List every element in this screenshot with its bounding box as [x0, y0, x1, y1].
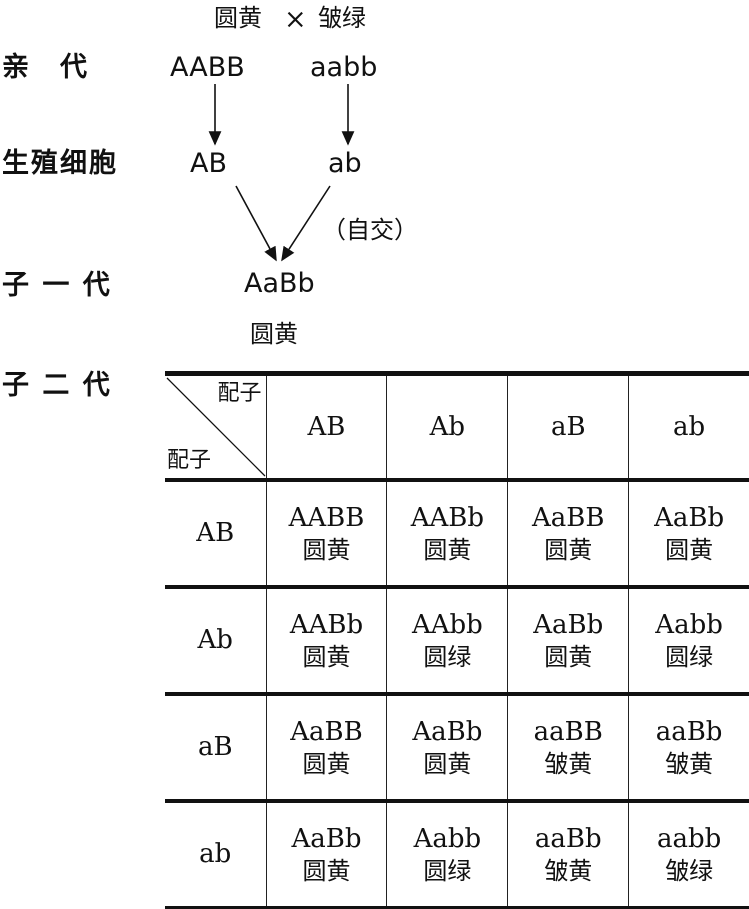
row-header: aB	[197, 732, 233, 763]
arrows	[208, 84, 355, 262]
offspring-phenotype: 皱绿	[665, 856, 714, 885]
offspring-genotype: AaBB	[290, 717, 363, 748]
f1-genotype: AaBb	[244, 268, 315, 299]
offspring-phenotype: 圆绿	[423, 856, 472, 885]
offspring-phenotype: 圆黄	[544, 642, 593, 671]
column-header: Ab	[386, 373, 508, 480]
offspring-genotype: Aabb	[655, 610, 723, 641]
offspring-genotype: Aabb	[413, 824, 482, 855]
offspring-phenotype: 皱黄	[544, 749, 593, 778]
offspring-phenotype: 圆黄	[302, 856, 351, 885]
offspring-genotype: AaBb	[291, 824, 362, 855]
parent1-phenotype: 圆黄	[214, 4, 262, 32]
offspring-genotype: AaBb	[533, 610, 604, 641]
offspring-genotype: aaBb	[655, 717, 723, 748]
f1-label: 子 一 代	[2, 270, 112, 301]
offspring-phenotype: 圆绿	[423, 642, 472, 671]
gamete1: AB	[190, 148, 227, 179]
offspring-phenotype: 圆绿	[665, 642, 714, 671]
offspring-genotype: AaBb	[654, 503, 725, 534]
offspring-phenotype: 圆黄	[544, 535, 593, 564]
row-header: ab	[199, 839, 232, 870]
corner-bottom-label: 配子	[167, 447, 212, 473]
header-row: 配子 配子 AB Ab aB ab	[165, 373, 749, 481]
offspring-genotype: aaBb	[534, 824, 602, 855]
arrow-g1-f1	[235, 185, 277, 262]
offspring-phenotype: 圆黄	[302, 749, 351, 778]
gamete2: ab	[328, 148, 362, 179]
row-header: Ab	[197, 625, 233, 656]
offspring-genotype: AABB	[288, 503, 365, 534]
offspring-phenotype: 圆黄	[302, 535, 351, 564]
column-header: ab	[628, 373, 749, 480]
f1-phenotype: 圆黄	[250, 320, 298, 348]
offspring-phenotype: 圆黄	[423, 749, 472, 778]
f2-label: 子 二 代	[2, 370, 112, 401]
cross-symbol: ×	[284, 4, 307, 35]
row-header: AB	[196, 518, 235, 549]
parent2-genotype: aabb	[310, 52, 378, 83]
parent1-genotype: AABB	[170, 52, 245, 83]
gamete-label: 生殖细胞	[2, 148, 118, 179]
offspring-genotype: AaBB	[531, 503, 605, 534]
offspring-genotype: AABb	[289, 610, 364, 641]
offspring-phenotype: 圆黄	[665, 535, 714, 564]
offspring-genotype: AaBb	[412, 717, 483, 748]
column-header: aB	[507, 373, 629, 480]
offspring-genotype: aaBB	[533, 717, 603, 748]
offspring-phenotype: 皱黄	[665, 749, 714, 778]
arrow-g2-f1	[281, 185, 331, 262]
offspring-genotype: AABb	[410, 503, 485, 534]
corner-top-label: 配子	[217, 381, 262, 406]
parent2-phenotype: 皱绿	[318, 4, 366, 32]
offspring-phenotype: 圆黄	[302, 642, 351, 671]
offspring-phenotype: 圆黄	[423, 535, 472, 564]
offspring-genotype: AAbb	[411, 610, 483, 641]
selfing-note: （自交）	[322, 216, 418, 244]
parent-generation-label: 亲 代	[2, 52, 89, 83]
offspring-phenotype: 皱黄	[544, 856, 593, 885]
offspring-genotype: aabb	[656, 824, 722, 855]
column-header: AB	[265, 373, 387, 480]
corner-cell: 配子 配子	[165, 374, 266, 481]
